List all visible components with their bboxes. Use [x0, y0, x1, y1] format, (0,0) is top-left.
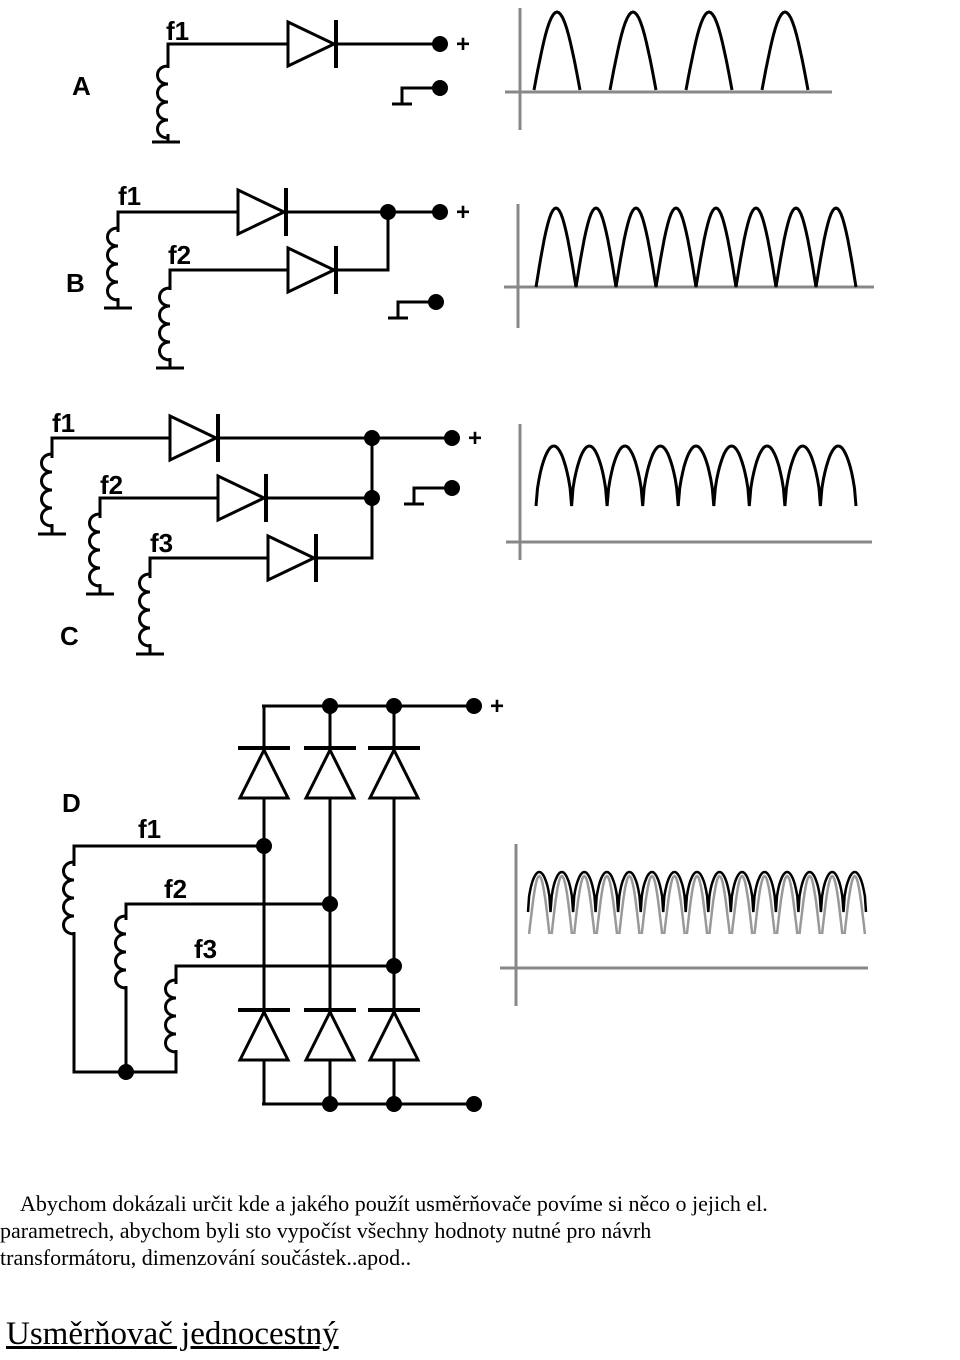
terminal-a-plus: [432, 36, 448, 52]
paragraph-line-2: parametrech, abychom byli sto vypočíst v…: [0, 1218, 652, 1243]
diode-d-upper-1: [236, 746, 292, 800]
circuit-d-label: D: [62, 788, 81, 818]
terminal-a-minus: [432, 80, 448, 96]
junction-b: [380, 204, 396, 220]
inductor-d-f1: [62, 860, 76, 936]
waveform-c-trace: [534, 444, 858, 507]
circuit-c-f2-label: f2: [100, 470, 123, 500]
inductor-a-f1: [156, 64, 170, 140]
circuit-b-f1-label: f1: [118, 181, 141, 211]
terminal-d-minus: [466, 1096, 482, 1112]
diode-c-f3: [266, 532, 318, 584]
circuit-d-f1-label: f1: [138, 814, 161, 844]
inductor-b-f2: [158, 286, 172, 362]
circuit-b-label: B: [66, 268, 85, 298]
junction-d-f2: [322, 896, 338, 912]
waveform-d-underlying-trace: [527, 874, 867, 935]
diode-d-lower-1: [236, 1008, 292, 1062]
circuit-d: D f1 f2 f3: [62, 693, 504, 1112]
waveform-b: [504, 204, 874, 328]
waveform-a-trace: [532, 10, 810, 91]
circuit-a-label: A: [72, 71, 91, 101]
circuit-c: C f1 f2 f3 +: [38, 408, 482, 656]
junction-d-bottom-2: [322, 1096, 338, 1112]
circuit-c-label: C: [60, 621, 79, 651]
junction-d-top-2: [322, 698, 338, 714]
diode-d-lower-2: [302, 1008, 358, 1062]
inductor-d-f3: [164, 978, 178, 1054]
junction-d-f3: [386, 958, 402, 974]
diode-d-upper-3: [366, 746, 422, 800]
circuit-c-f3-label: f3: [150, 528, 173, 558]
plus-sign-c: +: [468, 425, 482, 452]
terminal-b-plus: [432, 204, 448, 220]
junction-d-top-3: [386, 698, 402, 714]
diode-a: [286, 18, 338, 70]
junction-c-top: [364, 430, 380, 446]
circuit-b: B f1 f2 +: [66, 181, 470, 370]
circuit-a-f1-label: f1: [166, 16, 189, 46]
inductor-c-f1: [40, 452, 54, 528]
inductor-c-f3: [138, 572, 152, 648]
waveform-b-trace: [534, 206, 858, 288]
inductor-c-f2: [88, 512, 102, 588]
junction-d-bottom-3: [386, 1096, 402, 1112]
junction-c-mid: [364, 490, 380, 506]
circuit-d-f3-label: f3: [194, 934, 217, 964]
terminal-c-minus: [444, 480, 460, 496]
diode-d-upper-2: [302, 746, 358, 800]
diode-b-f1: [236, 186, 288, 238]
waveform-d-trace: [526, 870, 868, 913]
paragraph-line-1: Abychom dokázali určit kde a jakého použ…: [20, 1191, 768, 1216]
circuit-a: A f1 +: [72, 16, 470, 144]
junction-d-f1: [256, 838, 272, 854]
intro-paragraph: Abychom dokázali určit kde a jakého použ…: [0, 1190, 960, 1271]
section-heading: Usměrňovač jednocestný: [6, 1316, 339, 1352]
diode-c-f2: [216, 472, 268, 524]
diode-c-f1: [168, 412, 220, 464]
rectifier-diagram: A f1 + B f1 f2: [38, 8, 874, 1112]
inductor-d-f2: [114, 914, 128, 990]
circuit-c-f1-label: f1: [52, 408, 75, 438]
circuit-d-f2-label: f2: [164, 874, 187, 904]
plus-sign-d: +: [490, 693, 504, 720]
terminal-c-plus: [444, 430, 460, 446]
waveform-d: [500, 844, 868, 1006]
circuit-b-f2-label: f2: [168, 240, 191, 270]
terminal-b-minus: [428, 294, 444, 310]
diode-d-lower-3: [366, 1008, 422, 1062]
plus-sign-b: +: [456, 199, 470, 226]
paragraph-line-3: transformátoru, dimenzování součástek..a…: [0, 1245, 412, 1270]
plus-sign-a: +: [456, 31, 470, 58]
waveform-c: [506, 424, 872, 560]
junction-d-star: [118, 1064, 134, 1080]
terminal-d-plus: [466, 698, 482, 714]
waveform-a: [505, 8, 832, 130]
diode-b-f2: [286, 244, 338, 296]
inductor-b-f1: [106, 226, 120, 302]
